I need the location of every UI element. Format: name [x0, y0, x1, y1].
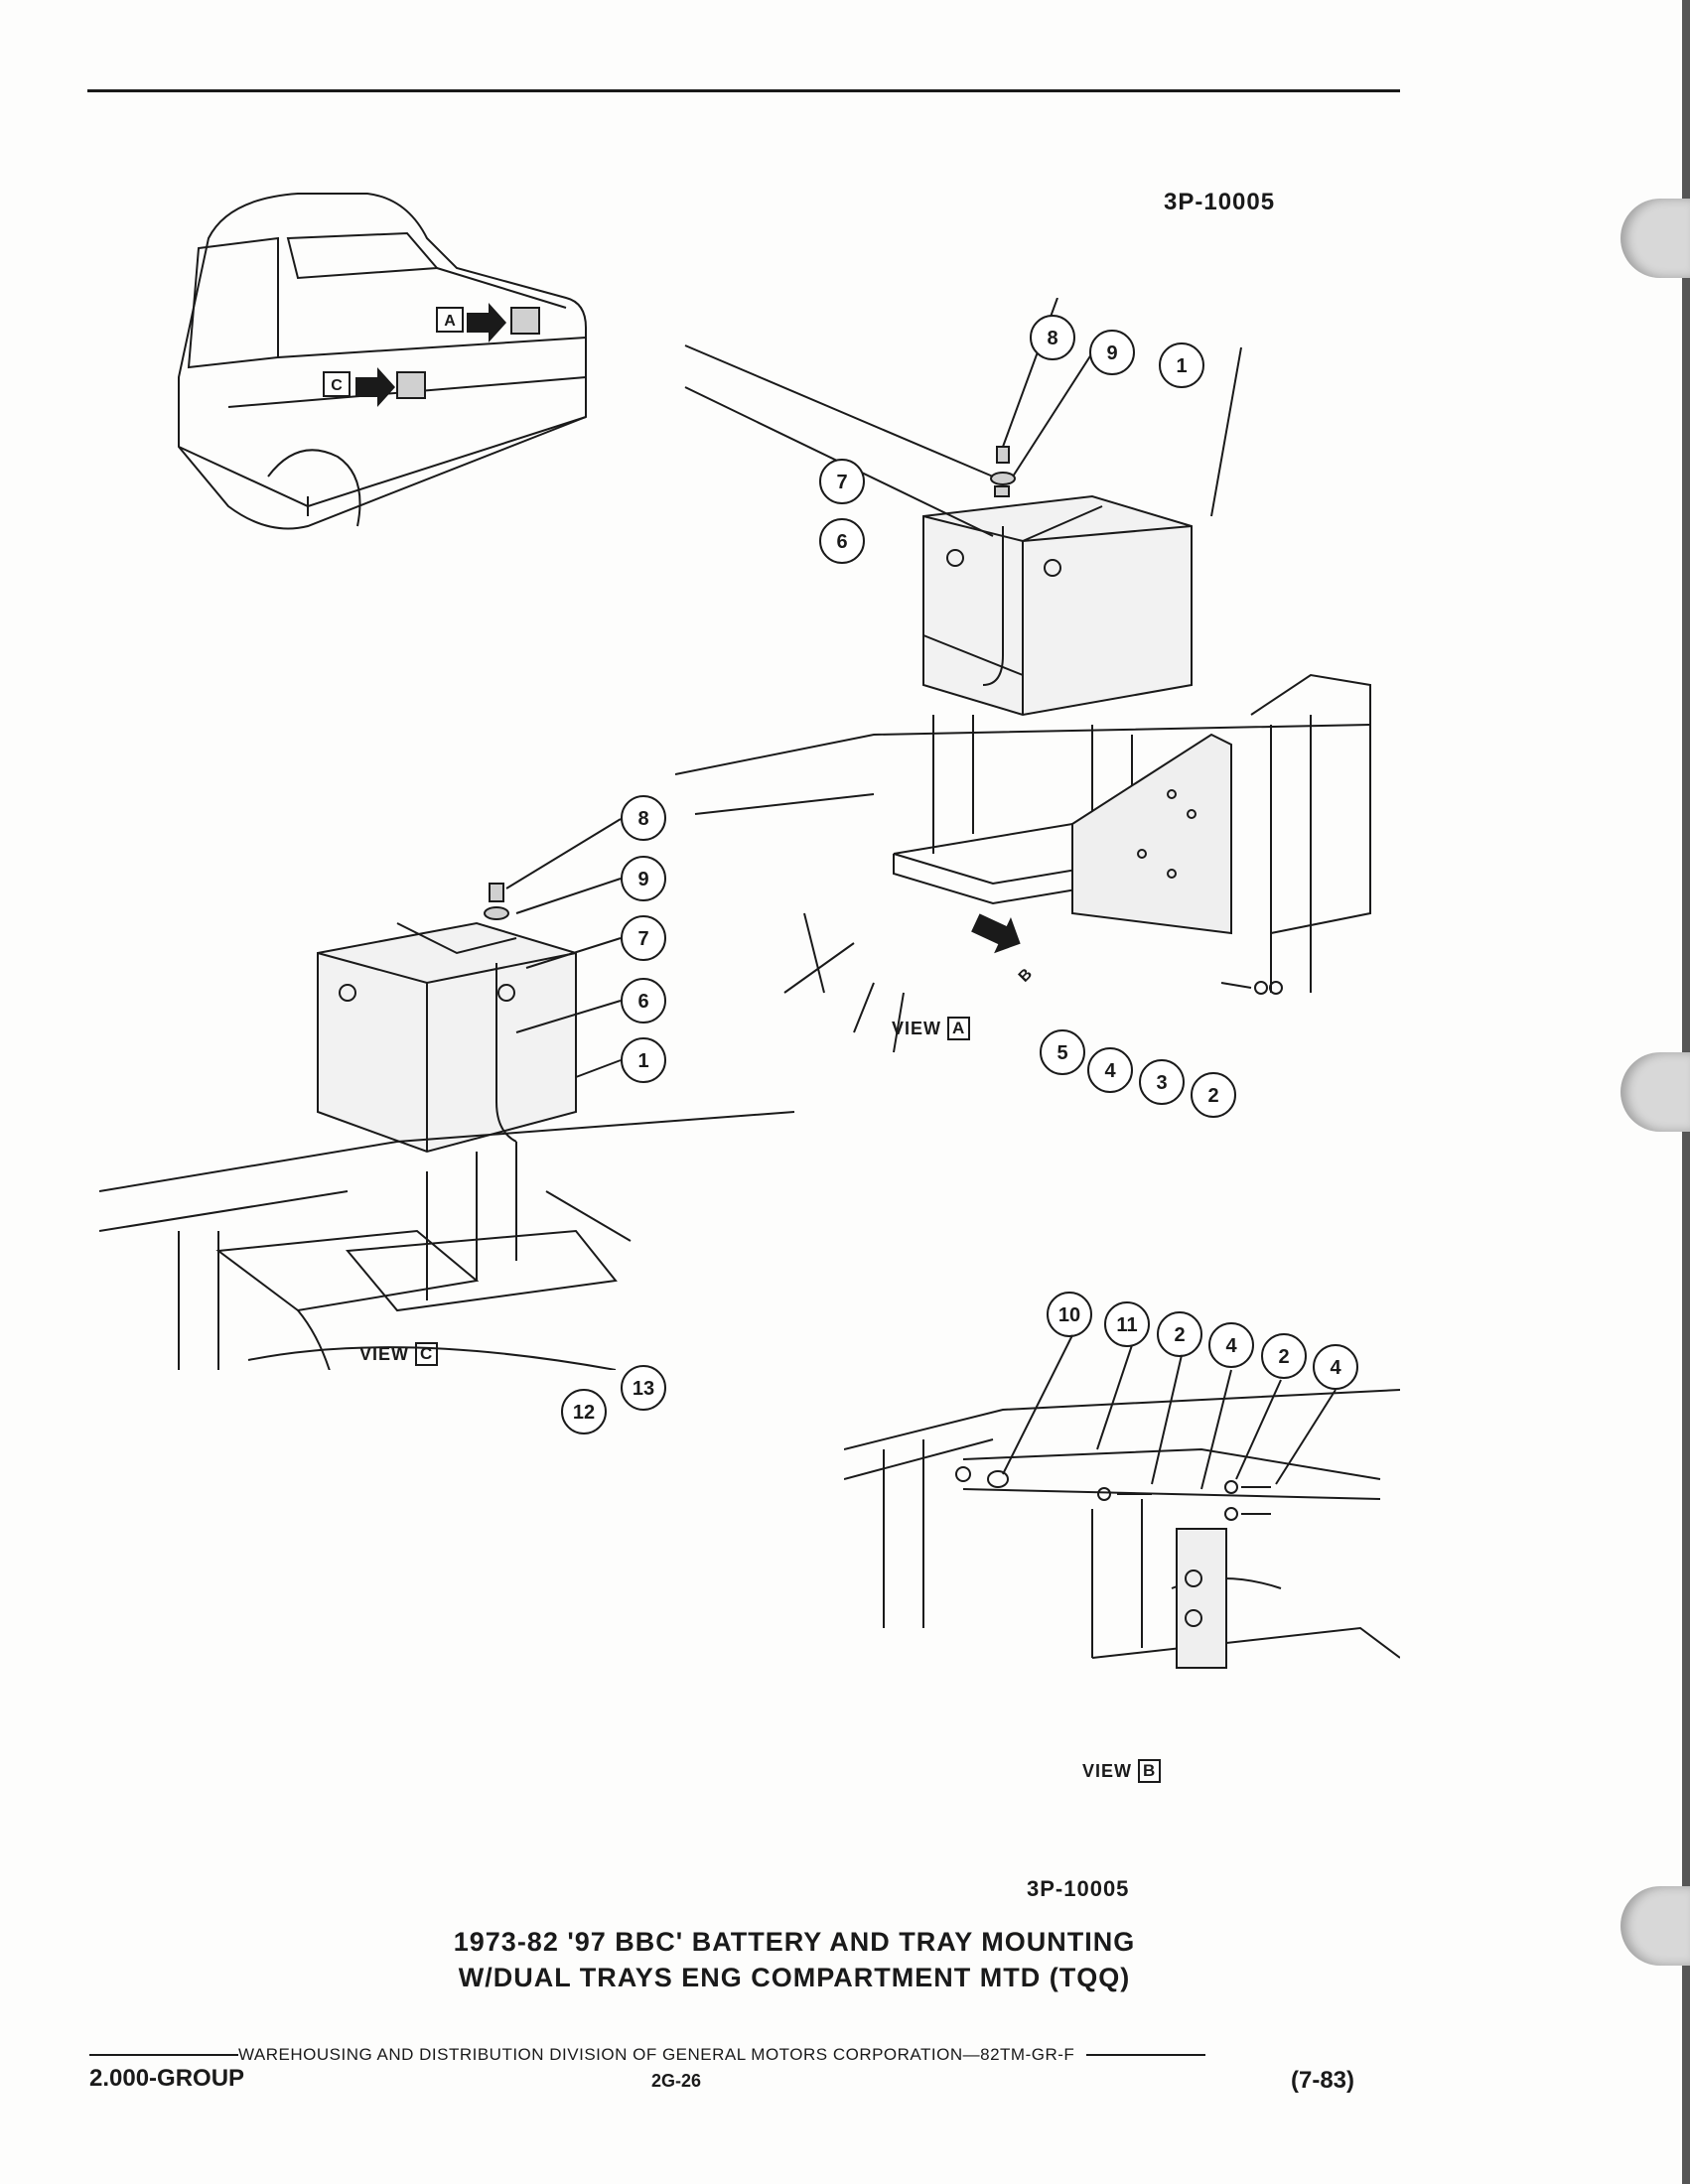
binder-hole-bottom — [1620, 1886, 1690, 1966]
figure-code-top: 3P-10005 — [1164, 189, 1276, 215]
footer-publisher: WAREHOUSING AND DISTRIBUTION DIVISION OF… — [238, 2045, 1075, 2064]
view-b-label: VIEW B — [1082, 1759, 1162, 1783]
view-a-label: VIEW A — [892, 1017, 971, 1040]
footer-publisher-line: WAREHOUSING AND DISTRIBUTION DIVISION OF… — [89, 2045, 1370, 2065]
view-a-text: VIEW — [892, 1018, 942, 1038]
view-c-drawing — [99, 814, 814, 1370]
footer-rule-left — [89, 2054, 238, 2056]
footer-date: (7-83) — [1291, 2067, 1355, 2094]
truck-marker-c: C — [331, 377, 343, 394]
view-c-letter: C — [415, 1342, 439, 1366]
header-rule — [87, 89, 1400, 92]
footer-page-number: 2G-26 — [651, 2071, 702, 2091]
truck-marker-a: A — [444, 313, 456, 330]
view-a-drawing: B — [675, 298, 1390, 1142]
footer-group: 2.000-GROUP — [89, 2065, 245, 2092]
figure-title-line-1: 1973-82 '97 BBC' BATTERY AND TRAY MOUNTI… — [453, 1927, 1136, 1957]
view-c-text: VIEW — [359, 1343, 410, 1364]
binder-hole-top — [1620, 199, 1690, 278]
footer-rule-right — [1086, 2054, 1206, 2056]
truck-locator-drawing: A C — [169, 179, 606, 556]
binder-hole-middle — [1620, 1052, 1690, 1132]
figure-code-bottom: 3P-10005 — [1027, 1876, 1130, 1901]
view-b-drawing — [844, 1330, 1400, 1688]
callout-c-13: 13 — [633, 1378, 654, 1400]
view-a-letter: A — [947, 1017, 971, 1040]
callout-b-10: 10 — [1058, 1304, 1080, 1326]
view-c-label: VIEW C — [359, 1342, 439, 1366]
view-b-text: VIEW — [1082, 1760, 1133, 1781]
callout-c-12: 12 — [573, 1402, 595, 1424]
figure-title-line-2: W/DUAL TRAYS ENG COMPARTMENT MTD (TQQ) — [458, 1963, 1131, 1992]
truck-marker-b: B — [1016, 966, 1036, 986]
figure-title: 1973-82 '97 BBC' BATTERY AND TRAY MOUNTI… — [298, 1924, 1291, 1995]
view-b-letter: B — [1138, 1759, 1162, 1783]
